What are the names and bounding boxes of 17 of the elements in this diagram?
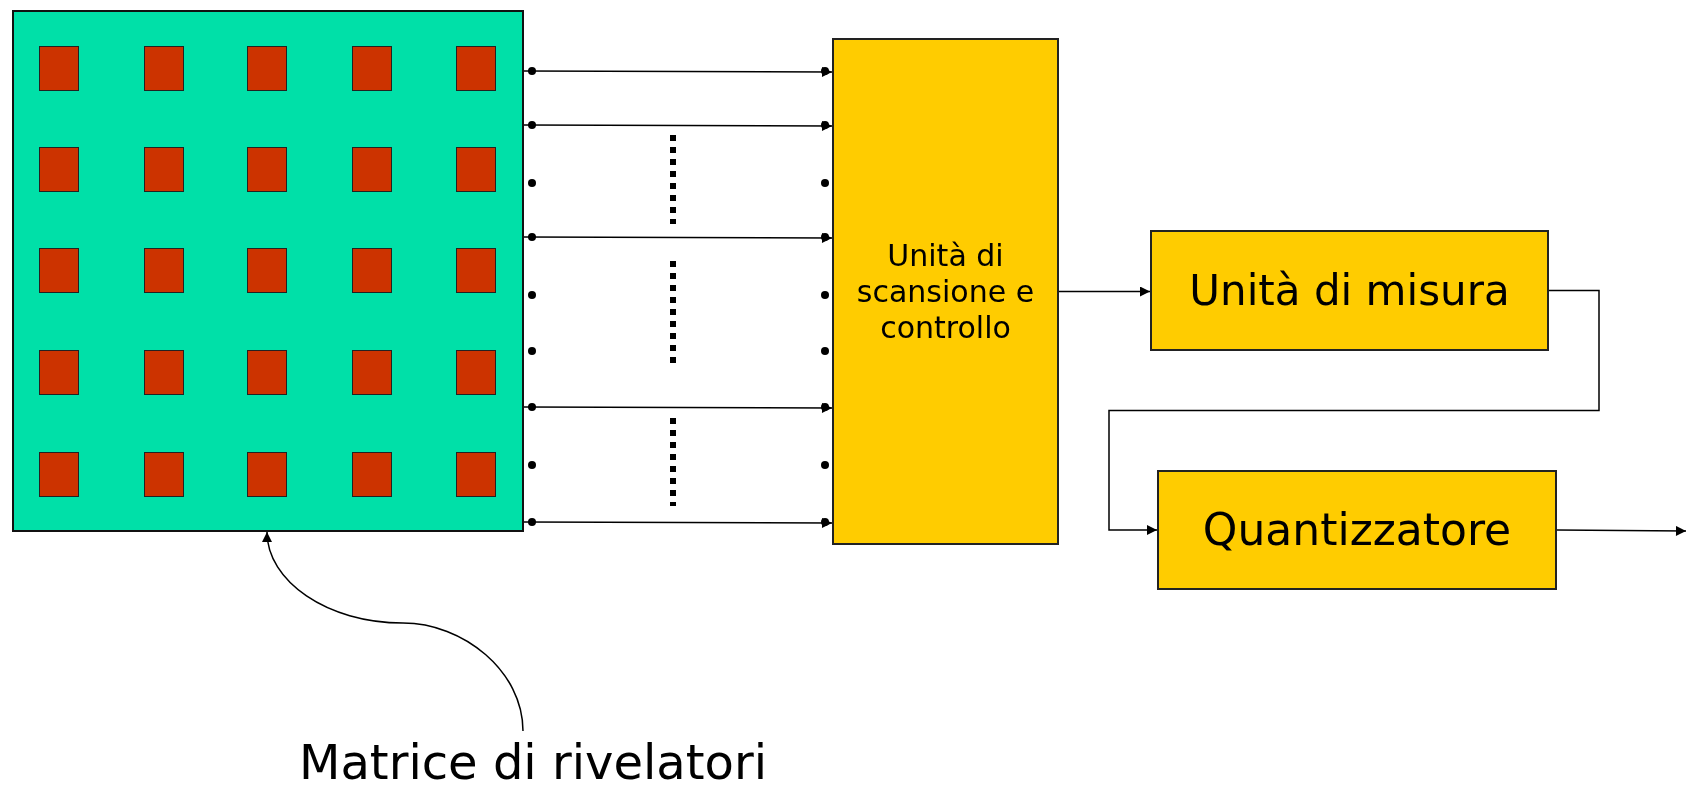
arrow	[1556, 525, 1687, 536]
arrow	[1108, 289, 1600, 535]
process-box	[832, 38, 1059, 545]
box-label: Unità di scansione e controllo	[855, 237, 1036, 346]
caption-text: Matrice di rivelatori	[243, 733, 823, 791]
arrow	[523, 402, 833, 413]
box-label: Quantizzatore	[1202, 503, 1512, 557]
detector-matrix	[12, 10, 524, 532]
leader-line	[263, 531, 524, 732]
box-label: Unità di misura	[1189, 265, 1510, 317]
arrow	[523, 232, 833, 243]
arrow	[523, 120, 833, 131]
arrow	[523, 66, 833, 77]
arrow	[1058, 286, 1151, 297]
process-box	[1150, 230, 1549, 351]
arrow	[523, 517, 833, 528]
process-box	[1157, 470, 1557, 590]
